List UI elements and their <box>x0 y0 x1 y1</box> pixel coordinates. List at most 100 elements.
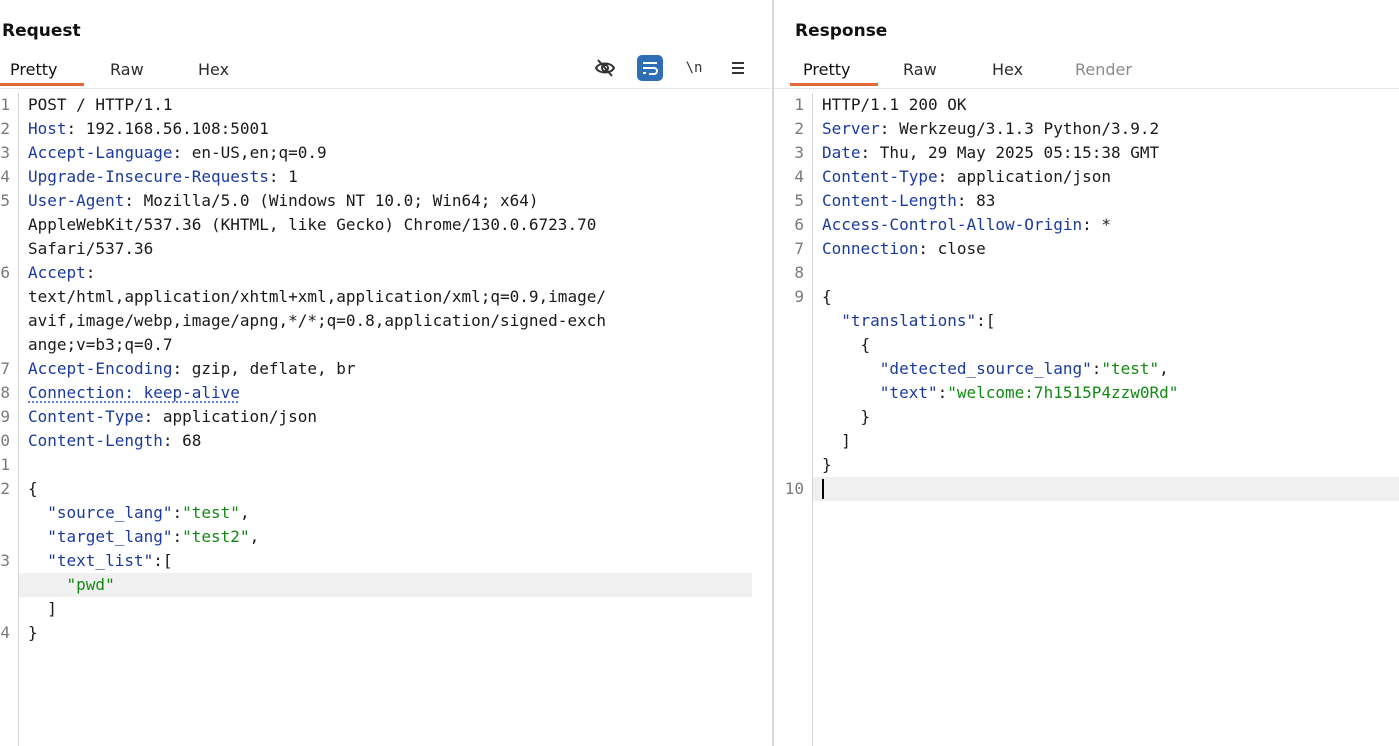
request-toolbar: \n <box>592 55 762 83</box>
request-code-token: text/html,application/xhtml+xml,applicat… <box>28 287 606 306</box>
request-code-token: AppleWebKit/537.36 (KHTML, like Gecko) C… <box>28 215 597 234</box>
request-code-line: Accept-Encoding: gzip, deflate, br <box>28 357 356 381</box>
request-line-number <box>0 525 10 549</box>
response-code-token: } <box>822 407 871 426</box>
response-code-line: Access-Control-Allow-Origin: * <box>822 213 1111 237</box>
request-line-number <box>0 573 10 597</box>
response-code-token: : 83 <box>956 191 996 210</box>
request-code-token: avif,image/webp,image/apng,*/*;q=0.8,app… <box>28 311 606 330</box>
request-line-number: 3 <box>0 551 10 570</box>
response-title: Response <box>795 21 888 41</box>
request-code-token: : gzip, deflate, br <box>172 359 356 378</box>
response-code-line: "translations":[ <box>822 309 995 333</box>
response-code-token: : <box>1091 359 1102 378</box>
response-tab-divider <box>774 88 1399 89</box>
request-code-token <box>28 503 47 522</box>
request-tab-hex[interactable]: Hex <box>198 60 230 79</box>
response-tab-raw[interactable]: Raw <box>903 60 937 79</box>
response-tab-render[interactable]: Render <box>1075 60 1132 79</box>
response-tab-pretty[interactable]: Pretty <box>790 55 878 86</box>
request-line-number: 5 <box>0 191 10 210</box>
request-code-token: Host <box>28 119 67 138</box>
wrap-icon[interactable] <box>637 55 663 81</box>
request-code-line: Accept: <box>28 261 95 285</box>
response-line-number <box>774 453 804 477</box>
response-code-line: "detected_source_lang":"test", <box>822 357 1169 381</box>
request-code-token: Accept <box>28 263 86 282</box>
request-code-token: "test" <box>182 503 240 522</box>
response-code-token: } <box>822 455 832 474</box>
response-code-token <box>822 383 880 402</box>
request-code-token: Safari/537.36 <box>28 239 154 258</box>
request-code-token: : application/json <box>143 407 317 426</box>
response-line-number <box>774 333 804 357</box>
request-code-line: "source_lang":"test", <box>28 501 249 525</box>
pane-splitter[interactable] <box>772 0 774 746</box>
request-code-line: ] <box>28 597 57 621</box>
response-line-number: 7 <box>794 239 804 258</box>
response-code-token <box>822 311 841 330</box>
request-code-line: "pwd" <box>28 573 115 597</box>
request-line-number: 4 <box>0 623 10 642</box>
request-code-token: "target_lang" <box>47 527 173 546</box>
request-code-line: ange;v=b3;q=0.7 <box>28 333 173 357</box>
response-code-token: : <box>937 383 948 402</box>
hide-icon[interactable] <box>592 55 618 81</box>
request-line-number: 3 <box>0 143 10 162</box>
response-code-token: "translations" <box>841 311 977 330</box>
request-code-token: Content-Length <box>28 431 163 450</box>
request-tab-pretty[interactable]: Pretty <box>0 55 84 86</box>
request-line-number: 9 <box>0 407 10 426</box>
response-line-number: 5 <box>794 191 804 210</box>
menu-icon[interactable] <box>725 55 751 81</box>
response-line-number: 3 <box>794 143 804 162</box>
response-code-line: HTTP/1.1 200 OK <box>822 93 967 117</box>
response-code-token: Connection <box>822 239 919 258</box>
response-code-token: ] <box>822 431 851 450</box>
request-code-line: avif,image/webp,image/apng,*/*;q=0.8,app… <box>28 309 606 333</box>
request-code-token: Upgrade-Insecure-Requests <box>28 167 269 186</box>
request-code-token: "source_lang" <box>47 503 173 522</box>
response-code-token: : Thu, 29 May 2025 05:15:38 GMT <box>860 143 1160 162</box>
request-code-token: User-Agent <box>28 191 125 210</box>
request-code-token: "pwd" <box>66 575 115 594</box>
request-code-token: Accept-Encoding <box>28 359 173 378</box>
response-code-token: "test" <box>1101 359 1160 378</box>
response-code-line: { <box>822 285 832 309</box>
request-line-number: 8 <box>0 383 10 402</box>
response-line-number: 4 <box>794 167 804 186</box>
request-line-number <box>0 213 10 237</box>
response-line-number <box>774 309 804 333</box>
request-line-number: 2 <box>0 119 10 138</box>
response-line-number: 8 <box>794 263 804 282</box>
newline-label: \n <box>685 60 703 76</box>
request-code-line: User-Agent: Mozilla/5.0 (Windows NT 10.0… <box>28 189 539 213</box>
request-code-line: Content-Type: application/json <box>28 405 317 429</box>
request-code-token: Content-Type <box>28 407 144 426</box>
request-code-token: "test2" <box>182 527 250 546</box>
request-code-token: : 68 <box>162 431 202 450</box>
response-code-token: { <box>822 335 871 354</box>
request-line-number: 1 <box>0 455 10 474</box>
response-code-line: Date: Thu, 29 May 2025 05:15:38 GMT <box>822 141 1159 165</box>
response-tab-hex[interactable]: Hex <box>992 60 1024 79</box>
request-title: Request <box>2 21 81 41</box>
request-code-token: : 1 <box>268 167 298 186</box>
response-code-line: Content-Length: 83 <box>822 189 995 213</box>
request-code-token: : <box>85 263 96 282</box>
response-code-token: Access-Control-Allow-Origin <box>822 215 1083 234</box>
newline-icon[interactable]: \n <box>681 55 707 81</box>
response-code-line: ] <box>822 429 851 453</box>
request-code-token <box>28 575 67 594</box>
request-code-line: } <box>28 621 38 645</box>
response-text-caret <box>822 479 824 499</box>
response-current-line-highlight <box>813 477 1399 501</box>
response-code-line: Content-Type: application/json <box>822 165 1111 189</box>
request-code-token: "text_list" <box>47 551 154 570</box>
request-tab-raw[interactable]: Raw <box>110 60 144 79</box>
request-code-line: Upgrade-Insecure-Requests: 1 <box>28 165 298 189</box>
response-code-line: "text":"welcome:7h1515P4zzw0Rd" <box>822 381 1179 405</box>
response-code-token: , <box>1159 359 1169 378</box>
